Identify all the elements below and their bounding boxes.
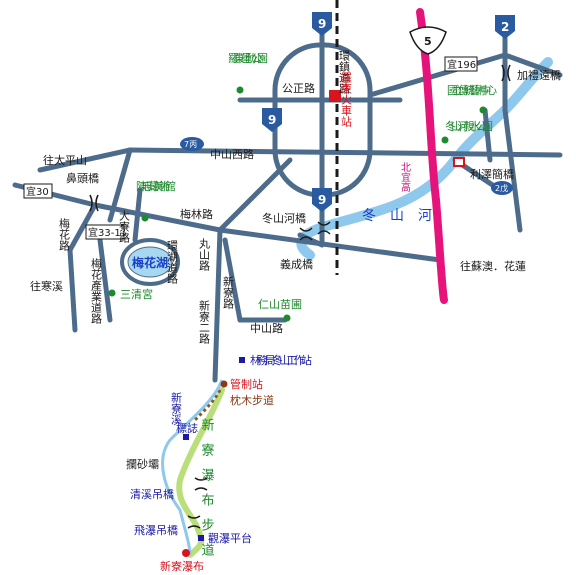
label-zhenmu: 枕木步道 [230,393,274,407]
beiyi-highway [416,8,448,304]
label-waterfall: 新寮瀑布 [160,559,204,573]
shield-5: 5 [409,26,447,55]
bridge-symbols [89,64,511,529]
svg-text:宜196: 宜196 [447,58,476,71]
label-xinliao2: 新寮二路 [198,299,211,345]
label-meilin: 梅林路 [180,207,213,221]
svg-text:5: 5 [424,35,432,48]
label-zhongshan-west: 中山西路 [210,148,254,161]
svg-text:2: 2 [501,20,509,34]
label-feipu: 飛瀑吊橋 [134,523,178,537]
road-hanxi [67,202,98,253]
xinliao-creek [161,379,224,556]
sports-park-dot [236,86,244,94]
renshan-dot [283,314,291,322]
label-xinliao-creek: 新寮溪 [170,391,183,426]
label-taipingshan: 往太平山 [43,153,87,167]
road-meilin2 [217,227,443,263]
sanqing-dot [108,289,116,297]
svg-text:宜33-1: 宜33-1 [88,226,121,239]
label-arts-center: 國立傳統藝術中心 [447,83,497,97]
label-checkpoint: 管制站 [230,377,263,391]
label-dayu: 大寮路 [118,209,131,244]
road-2b [502,107,523,233]
checkpoint-dot [220,380,228,388]
label-yicheng: 義成橋 [280,257,313,271]
trail-waterfall [176,387,225,558]
svg-text:宜30: 宜30 [26,185,49,198]
label-zhongshan-road: 中山路 [250,322,283,335]
road-xinliao [222,237,243,323]
meihua-lake [127,246,173,278]
waterfall-dot [182,549,190,557]
forest-station-marker [239,357,245,363]
svg-text:7丙: 7丙 [184,140,197,149]
label-jialiyuan: 加禮遠橋 [517,68,561,82]
road-dayu [132,187,143,243]
label-xinliao: 新寮路 [222,275,235,310]
label-hanxi: 往寒溪 [30,279,63,293]
road-zhongshan-west [37,147,133,173]
label-museum: 陳忠藏美術館 [136,179,176,193]
label-dam: 攔砂壩 [126,457,159,471]
label-lize-bridge: 利澤簡橋 [470,167,514,181]
label-dongshan-river: 冬山河 [362,208,446,224]
label-station: 羅東火車站 [340,72,353,128]
road-meihua-industry [97,237,113,323]
road-ne2 [502,52,563,78]
marker-sign [183,434,189,440]
lize-bridge-marker [453,157,465,167]
luodong-station-marker [329,90,341,102]
shield-9-mid: 9 [262,108,282,132]
shield-9-top: 9 [312,12,332,36]
shield-2: 2 [495,15,515,39]
label-forest-station: 林務局冬山工作站 [250,353,312,367]
label-bitou: 鼻頭橋 [66,171,99,185]
label-qingxi: 清溪吊橋 [130,487,174,501]
dongshan-park-dot [441,136,449,144]
arts-center-dot [479,106,487,114]
label-gongzheng: 公正路 [282,82,315,95]
road-wanshan [212,227,223,383]
label-suao: 往蘇澳．花蓮 [460,259,526,273]
label-meihua-road: 梅花路 [58,217,71,252]
road-lize2 [482,107,493,163]
museum-dot [141,214,149,222]
label-wanshan: 丸山路 [198,238,211,272]
shield-7: 7丙 [180,137,204,151]
route-yi196: 宜196 [444,56,478,72]
label-dongshan-park: 冬山河親水公園 [445,119,493,133]
label-falls-trail: 新寮瀑布步道 [199,417,215,568]
route-yi30: 宜30 [23,183,53,199]
route-yi33: 宜33-1 [85,224,125,240]
svg-text:9: 9 [268,113,276,127]
shield-9-bottom: 9 [312,188,332,212]
meihua-lake-label: 梅花湖 [132,255,168,270]
svg-text:9: 9 [318,17,326,31]
road-meilin [92,202,223,233]
label-marker: 標誌 [176,421,198,435]
svg-text:2戊: 2戊 [495,183,508,193]
label-platform: 觀瀑平台 [208,531,252,545]
road-diag-sw [217,157,293,233]
label-beiyi: 北宜高 [399,162,411,193]
label-sanqing: 三清宮 [120,287,153,301]
label-meihua-industry: 梅花產業道路 [90,257,103,325]
platform-marker [198,535,204,541]
svg-text:9: 9 [318,193,326,207]
zhenmu-trail [193,389,222,422]
label-dongshanhe-bridge: 冬山河橋 [262,211,306,225]
lake-ring-road [120,238,180,286]
label-renshan: 仁山苗圃 [258,298,302,311]
road-ne [367,52,508,98]
label-sports-park-1: 羅東運動公園 [228,51,268,65]
label-huanzhen: 環鎮道路 [338,50,351,95]
shield-2-small: 2戊 [491,181,513,195]
label-huanhu: 環湖道路 [166,240,179,285]
road-hanxi2 [67,247,78,333]
